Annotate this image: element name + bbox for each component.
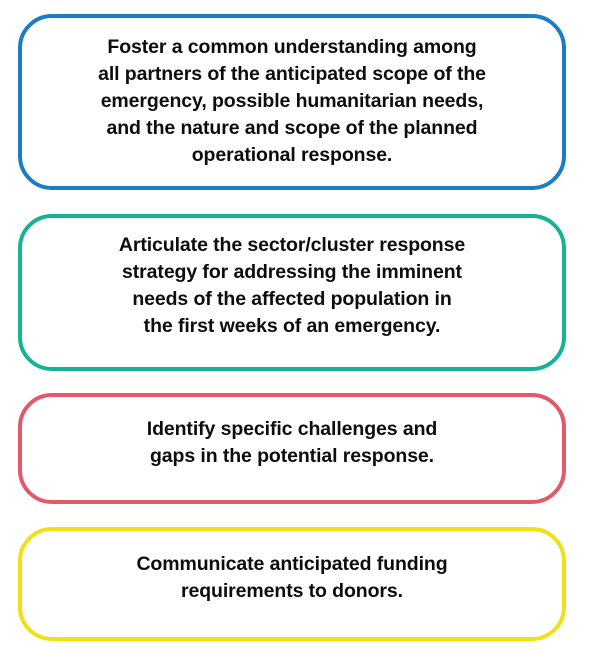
objective-text-3: Identify specific challenges and gaps in… (146, 417, 438, 467)
objective-text-4: Communicate anticipated funding requirem… (136, 553, 448, 602)
objective-text-2: Articulate the sector/cluster response s… (118, 233, 466, 337)
objective-card-1: Foster a common understanding among all … (18, 14, 566, 190)
objective-card-2: Articulate the sector/cluster response s… (18, 214, 566, 371)
objective-card-3: Identify specific challenges and gaps in… (18, 393, 566, 504)
objective-card-4: Communicate anticipated funding requirem… (18, 527, 566, 641)
objective-text-1: Foster a common understanding among all … (98, 35, 486, 166)
